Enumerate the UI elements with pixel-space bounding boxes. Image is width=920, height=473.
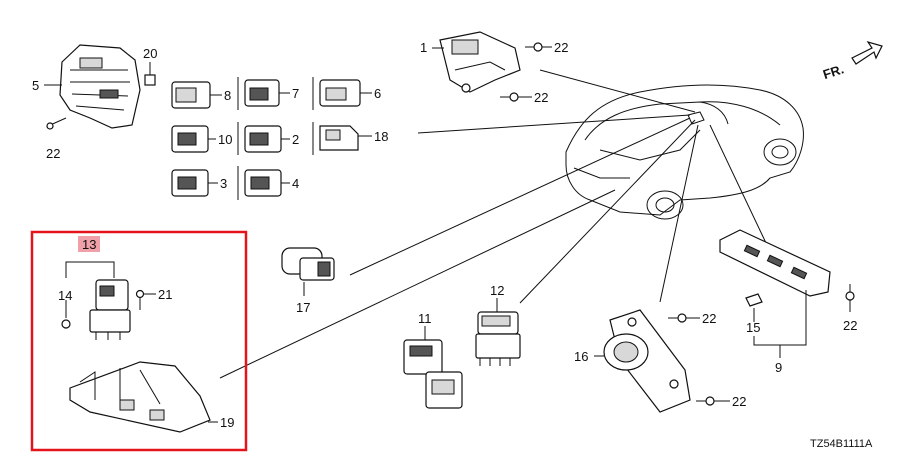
callout-15: 15 — [746, 320, 760, 335]
callout-9: 9 — [775, 360, 782, 375]
leader-lines — [219, 69, 776, 379]
bracket-9 — [753, 290, 807, 346]
screw-14 — [61, 300, 71, 329]
switch-grid: 8 7 6 10 2 — [171, 77, 388, 200]
callout-20: 20 — [143, 46, 157, 61]
part-12-switch — [475, 311, 521, 366]
callout-22-f: 22 — [843, 318, 857, 333]
callout-6: 6 — [374, 86, 381, 101]
part-9-panel — [719, 229, 831, 297]
callout-7: 7 — [292, 86, 299, 101]
callout-13: 13 — [82, 237, 96, 252]
callout-1: 1 — [420, 40, 427, 55]
callout-12: 12 — [490, 283, 504, 298]
switch-7 — [244, 79, 280, 107]
callout-8: 8 — [224, 88, 231, 103]
part-13-switch — [89, 279, 131, 340]
front-arrow-icon — [851, 40, 883, 65]
callout-22-a: 22 — [46, 146, 60, 161]
callout-22-d: 22 — [702, 311, 716, 326]
screw-22-a — [46, 117, 67, 130]
switch-10 — [171, 125, 209, 153]
switch-18 — [319, 125, 359, 151]
callout-4: 4 — [292, 176, 299, 191]
switch-3 — [171, 169, 209, 197]
screw-22-c — [500, 92, 532, 102]
callout-22-b: 22 — [554, 40, 568, 55]
switch-6 — [319, 79, 361, 107]
callout-16: 16 — [574, 349, 588, 364]
car-outline — [565, 84, 804, 220]
callout-10: 10 — [218, 132, 232, 147]
screw-21 — [135, 289, 156, 310]
highlight-box — [30, 230, 248, 452]
direction-label: FR. — [821, 61, 846, 82]
bracket-13 — [65, 261, 115, 278]
part-1-switch — [439, 31, 521, 93]
callout-21: 21 — [158, 287, 172, 302]
callout-11: 11 — [418, 311, 432, 326]
callout-3: 3 — [220, 176, 227, 191]
callout-2: 2 — [292, 132, 299, 147]
callout-22-e: 22 — [732, 394, 746, 409]
part-16-dial — [603, 309, 691, 413]
nut-20 — [144, 62, 156, 86]
callout-22-c: 22 — [534, 90, 548, 105]
callout-18: 18 — [374, 129, 388, 144]
part-17-switch — [281, 247, 335, 281]
part-11-switch — [403, 339, 463, 409]
switch-2 — [244, 125, 282, 153]
switch-8 — [171, 81, 211, 109]
part-19-tray — [69, 361, 211, 433]
diagram-code: TZ54B1111A — [810, 438, 873, 450]
switch-4 — [244, 169, 282, 197]
callout-19: 19 — [220, 415, 234, 430]
callout-13-badge — [78, 236, 100, 252]
callout-14: 14 — [58, 288, 72, 303]
part-15-clip — [745, 293, 763, 307]
callout-17: 17 — [296, 300, 310, 315]
callout-5: 5 — [32, 78, 39, 93]
screw-22-b — [525, 42, 552, 52]
screw-22-f — [845, 284, 855, 312]
screw-22-e — [696, 396, 730, 406]
part-5-bezel — [59, 44, 141, 129]
screw-22-d — [668, 313, 700, 323]
